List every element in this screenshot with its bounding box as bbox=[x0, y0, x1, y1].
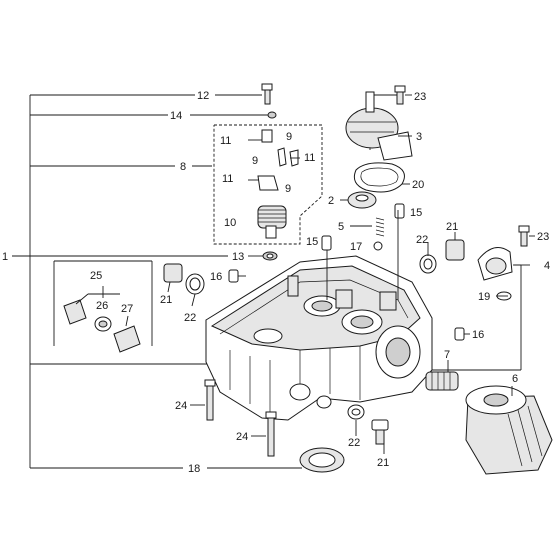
callout-15-left: 15 bbox=[306, 236, 318, 248]
callout-10: 10 bbox=[224, 217, 236, 229]
callout-labels: 12 14 8 11 9 9 11 11 9 10 1 13 16 15 25 … bbox=[2, 90, 550, 475]
washer-22-lower bbox=[347, 404, 365, 420]
cover-4 bbox=[477, 247, 513, 281]
callout-27: 27 bbox=[121, 303, 133, 315]
ring-14 bbox=[267, 111, 277, 119]
callout-22-lower: 22 bbox=[348, 437, 360, 449]
fitting-group-frame bbox=[53, 260, 153, 346]
callout-9-a: 9 bbox=[286, 131, 292, 143]
crankcase-body bbox=[205, 255, 433, 421]
callout-20: 20 bbox=[412, 179, 424, 191]
pin-16-left bbox=[228, 269, 239, 283]
callout-22-right: 22 bbox=[416, 234, 428, 246]
callout-11-c: 11 bbox=[222, 173, 233, 185]
adapter-7 bbox=[425, 371, 459, 391]
callout-5: 5 bbox=[338, 221, 344, 233]
callout-21-right: 21 bbox=[446, 221, 458, 233]
callout-21-left: 21 bbox=[160, 294, 172, 306]
callout-22-left: 22 bbox=[184, 312, 196, 324]
callout-9-b: 9 bbox=[252, 155, 258, 167]
plug-21-left bbox=[163, 263, 183, 283]
callout-leaders bbox=[75, 94, 535, 454]
callout-7: 7 bbox=[444, 349, 450, 361]
callout-19: 19 bbox=[478, 291, 490, 303]
callout-13: 13 bbox=[232, 251, 244, 263]
gear-3 bbox=[345, 91, 413, 161]
bolt-12 bbox=[261, 83, 273, 105]
washer-13 bbox=[262, 251, 278, 261]
callout-26: 26 bbox=[96, 300, 108, 312]
plug-21-lower bbox=[371, 419, 389, 445]
callout-2: 2 bbox=[328, 195, 334, 207]
governor-parts bbox=[248, 129, 300, 239]
bolt-24-b bbox=[265, 411, 277, 457]
rotor-2 bbox=[347, 191, 377, 209]
callout-8: 8 bbox=[180, 161, 186, 173]
pin-15-left bbox=[321, 235, 332, 251]
callout-1: 1 bbox=[2, 251, 8, 263]
oring-17 bbox=[373, 241, 383, 251]
callout-23-right: 23 bbox=[537, 231, 549, 243]
callout-16-left: 16 bbox=[210, 271, 222, 283]
callout-17: 17 bbox=[350, 241, 362, 253]
callout-24-b: 24 bbox=[236, 431, 248, 443]
callout-11-b: 11 bbox=[304, 152, 315, 164]
callout-24-a: 24 bbox=[175, 400, 187, 412]
bolt-23-right bbox=[518, 225, 530, 247]
callout-21-lower: 21 bbox=[377, 457, 389, 469]
callout-18: 18 bbox=[188, 463, 200, 475]
callout-16-right: 16 bbox=[472, 329, 484, 341]
spring-5 bbox=[375, 217, 385, 237]
washer-22-right bbox=[419, 254, 437, 274]
callout-15-right: 15 bbox=[410, 207, 422, 219]
washer-22-left bbox=[185, 273, 205, 295]
bolt-23-top bbox=[394, 85, 406, 105]
fittings-25-27 bbox=[63, 299, 141, 353]
callout-6: 6 bbox=[512, 373, 518, 385]
callout-11-a: 11 bbox=[220, 135, 231, 147]
pin-15-right bbox=[394, 203, 405, 219]
callout-25: 25 bbox=[90, 270, 102, 282]
gasket-20 bbox=[353, 162, 405, 193]
oil-seal-18 bbox=[299, 447, 345, 473]
oil-filter-6 bbox=[465, 385, 553, 475]
callout-12: 12 bbox=[197, 90, 209, 102]
bolt-24-a bbox=[204, 379, 216, 421]
pin-16-right bbox=[454, 327, 465, 341]
callout-3: 3 bbox=[416, 131, 422, 143]
callout-4: 4 bbox=[544, 260, 550, 272]
callout-14: 14 bbox=[170, 110, 182, 122]
governor-group-frame bbox=[213, 124, 323, 245]
callout-9-c: 9 bbox=[285, 183, 291, 195]
callout-23-top: 23 bbox=[414, 91, 426, 103]
plug-21-right bbox=[445, 239, 465, 261]
